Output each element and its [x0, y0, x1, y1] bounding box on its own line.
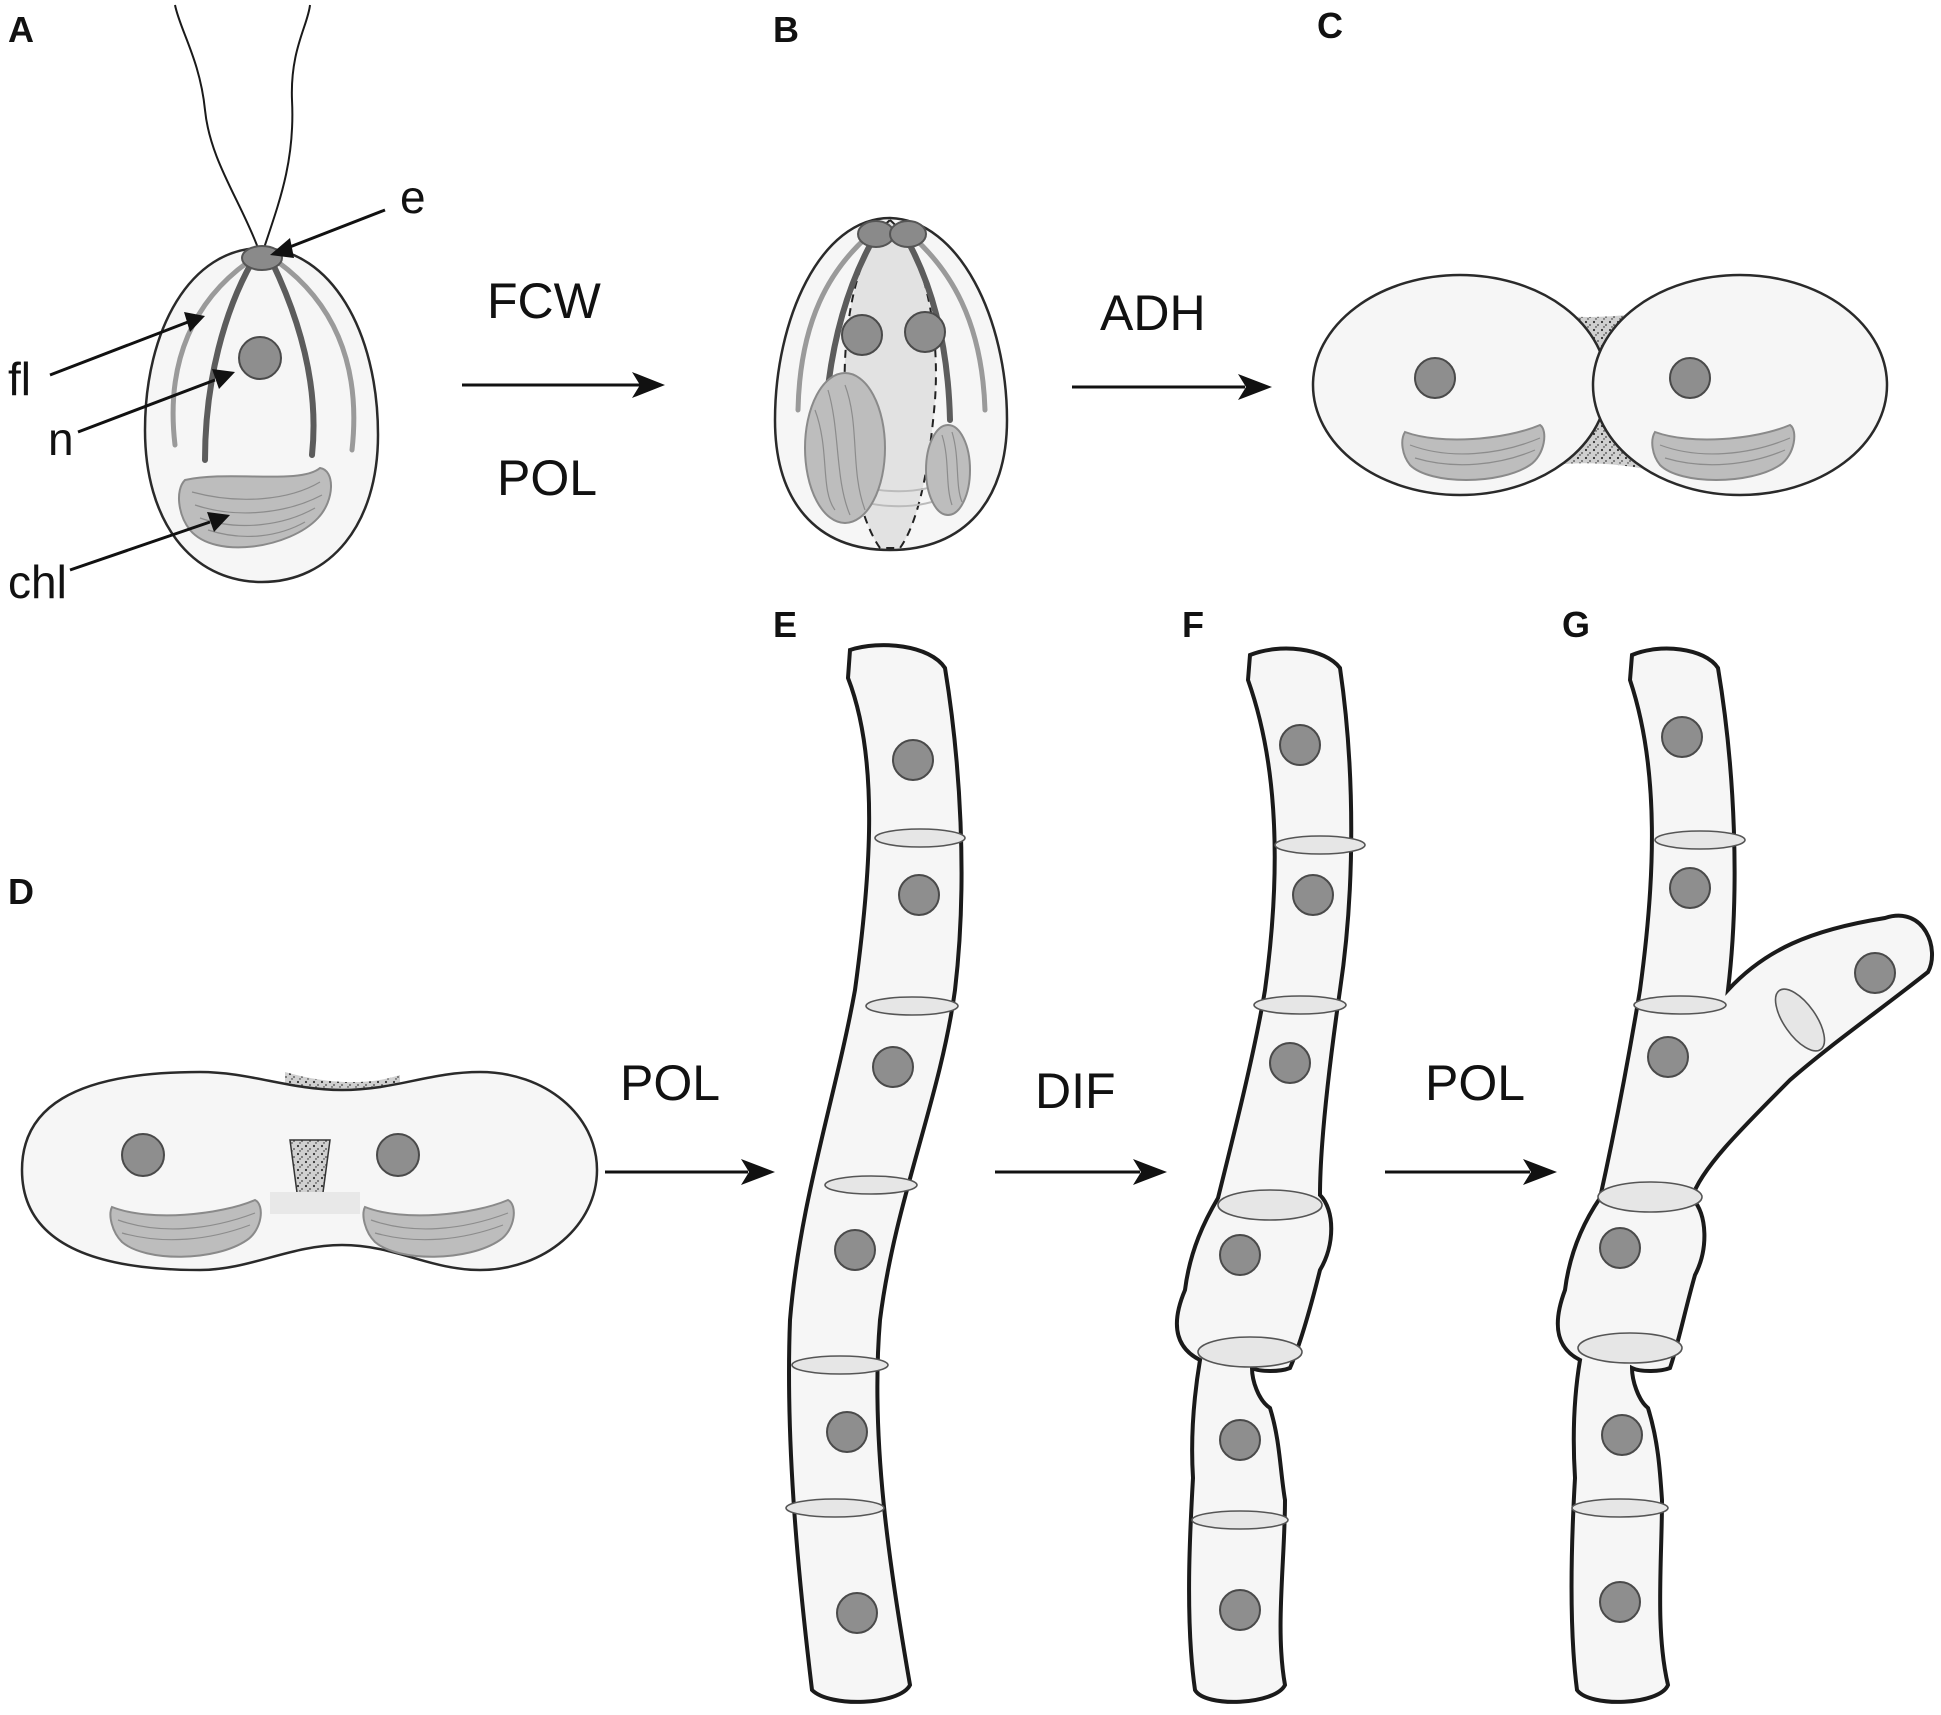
panel-label-f: F	[1182, 604, 1204, 645]
panel-c-adhered-cells	[1311, 273, 1889, 497]
label-eyespot: e	[400, 171, 426, 223]
panel-b-dividing-cell	[773, 216, 1009, 552]
panel-f-differentiated-filament	[1174, 646, 1366, 1704]
process-label-dif: DIF	[1035, 1063, 1116, 1119]
panel-d-connected-cells	[20, 1070, 599, 1272]
panel-g-branched-filament	[1555, 646, 1934, 1704]
panel-a-flagellate-cell: e fl n chl	[8, 4, 426, 608]
panel-e-filament	[785, 643, 966, 1704]
process-label-pol-fg: POL	[1425, 1055, 1525, 1111]
arrow-e-to-f	[995, 1159, 1167, 1185]
process-label-pol-ab: POL	[497, 450, 597, 506]
panel-label-b: B	[773, 9, 799, 50]
arrow-b-to-c	[1072, 374, 1272, 400]
process-label-adh: ADH	[1100, 285, 1206, 341]
arrow-a-to-b	[462, 372, 665, 398]
eyespot-organelle	[241, 245, 283, 271]
label-nucleus: n	[48, 413, 74, 465]
process-label-pol-de: POL	[620, 1055, 720, 1111]
arrow-d-to-e	[605, 1159, 775, 1185]
panel-label-a: A	[8, 9, 34, 50]
nucleus-organelle	[238, 336, 282, 380]
arrow-f-to-g	[1385, 1159, 1557, 1185]
panel-label-e: E	[773, 604, 797, 645]
panel-label-d: D	[8, 871, 34, 912]
panel-label-g: G	[1562, 604, 1590, 645]
pointer-arrows	[49, 208, 386, 572]
panel-label-c: C	[1317, 5, 1343, 46]
label-flagellar-root: fl	[8, 353, 31, 405]
process-label-fcw: FCW	[487, 273, 602, 329]
label-chloroplast: chl	[8, 556, 67, 608]
